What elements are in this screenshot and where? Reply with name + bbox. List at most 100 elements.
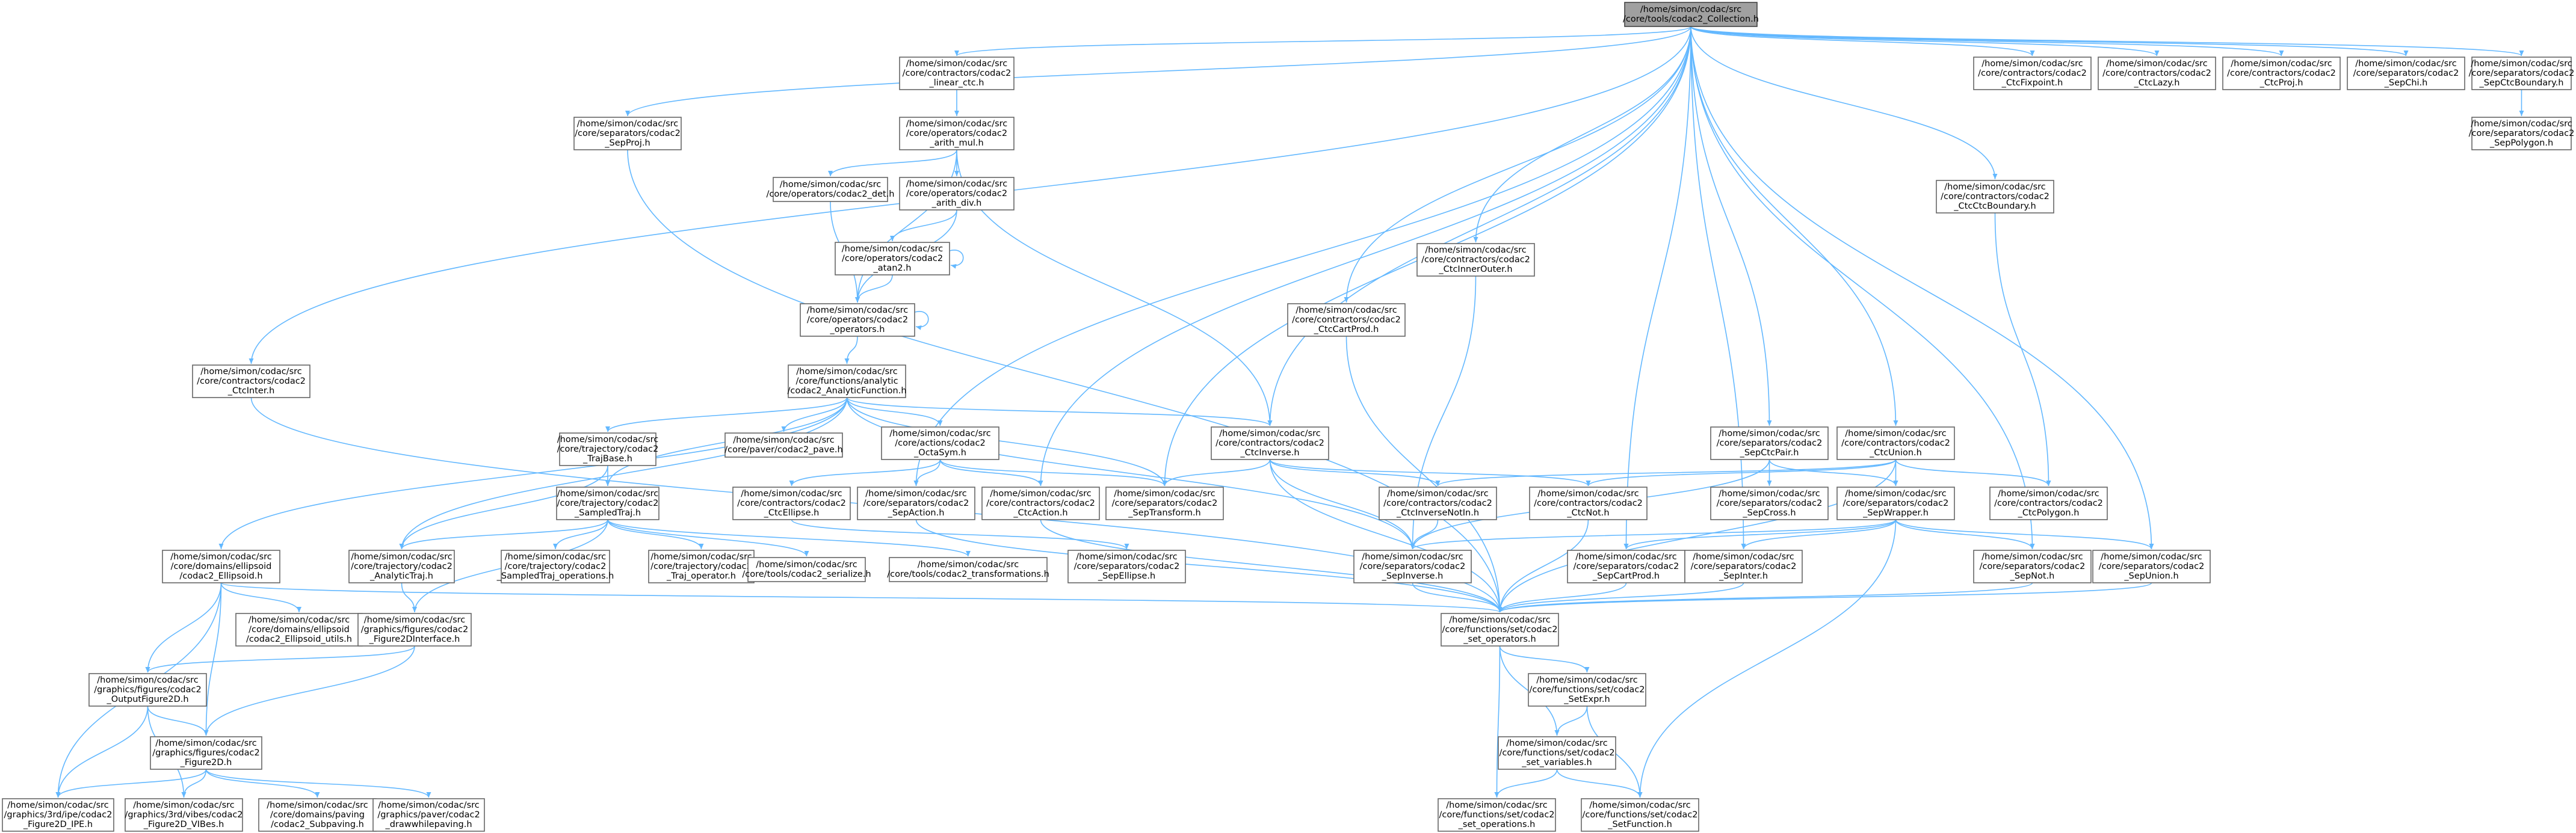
node-ctcinter[interactable]: /home/simon/codac/src/core/contractors/c… (192, 364, 310, 398)
node-traj_operator[interactable]: /home/simon/codac/src/core/trajectory/co… (648, 550, 755, 583)
node-label-line: /core/tools/codac2_transformations.h (887, 570, 1049, 579)
edge-collection-to-sepctcboundary (1690, 26, 2524, 57)
node-sampledtraj_ops[interactable]: /home/simon/codac/src/core/trajectory/co… (496, 550, 614, 583)
node-trajbase[interactable]: /home/simon/codac/src/core/trajectory/co… (557, 432, 659, 466)
node-label-line: /home/simon/codac/src (364, 615, 466, 625)
node-pave[interactable]: /home/simon/codac/src/core/paver/codac2_… (724, 432, 843, 458)
node-set_operators[interactable]: /home/simon/codac/src/core/functions/set… (1441, 613, 1559, 647)
node-ctcinnerouter[interactable]: /home/simon/codac/src/core/contractors/c… (1416, 243, 1535, 277)
node-label-line: /core/contractors/codac2 (1941, 192, 2049, 201)
node-transformations[interactable]: /home/simon/codac/src/core/tools/codac2_… (887, 557, 1049, 582)
node-ctcaction[interactable]: /home/simon/codac/src/core/contractors/c… (981, 487, 1100, 520)
node-ctcunion[interactable]: /home/simon/codac/src/core/contractors/c… (1836, 426, 1955, 460)
edge-outputfigure2d-to-figure2d_ipe (55, 705, 149, 798)
node-ctccartprod[interactable]: /home/simon/codac/src/core/contractors/c… (1287, 303, 1406, 337)
node-analyticfunction[interactable]: /home/simon/codac/src/core/functions/ana… (787, 364, 907, 398)
node-atan2[interactable]: /home/simon/codac/src/core/operators/cod… (835, 242, 950, 275)
node-sepunion[interactable]: /home/simon/codac/src/core/separators/co… (2092, 550, 2211, 583)
node-box (899, 177, 1015, 211)
node-label-line: /home/simon/codac/src (650, 552, 752, 562)
node-ctcproj[interactable]: /home/simon/codac/src/core/contractors/c… (2222, 57, 2341, 90)
node-sepnot[interactable]: /home/simon/codac/src/core/separators/co… (1973, 550, 2092, 583)
node-septransform[interactable]: /home/simon/codac/src/core/separators/co… (1105, 487, 1224, 520)
edge-octasym-to-ctcellipse (789, 459, 941, 487)
node-sepaction[interactable]: /home/simon/codac/src/core/separators/co… (857, 487, 975, 520)
edge-operators-self-loop (914, 311, 929, 330)
node-operators[interactable]: /home/simon/codac/src/core/operators/cod… (800, 303, 915, 337)
node-sampledtraj[interactable]: /home/simon/codac/src/core/trajectory/co… (556, 487, 659, 520)
node-sepinter[interactable]: /home/simon/codac/src/core/separators/co… (1684, 550, 1803, 583)
node-label-line: /home/simon/codac/src (1362, 552, 1463, 562)
node-sepproj[interactable]: /home/simon/codac/src/core/separators/co… (573, 117, 682, 150)
node-label-line: /core/operators/codac2 (906, 129, 1007, 138)
node-figure2d_vibes[interactable]: /home/simon/codac/src/graphics/3rd/vibes… (125, 798, 243, 832)
node-sepctcpair[interactable]: /home/simon/codac/src/core/separators/co… (1710, 426, 1829, 460)
node-label-line: /home/simon/codac/src (378, 801, 480, 810)
node-sepcross[interactable]: /home/simon/codac/src/core/separators/co… (1710, 487, 1829, 520)
node-serialize[interactable]: /home/simon/codac/src/core/tools/codac2_… (742, 557, 871, 582)
dependency-edges (55, 26, 2524, 798)
node-ctcctcboundary[interactable]: /home/simon/codac/src/core/contractors/c… (1936, 180, 2054, 214)
edge-trajbase-to-analytictraj (399, 465, 608, 550)
edge-collection-to-sepaction (913, 26, 1691, 487)
node-figure2d[interactable]: /home/simon/codac/src/graphics/figures/c… (150, 736, 262, 770)
node-drawwhilepaving[interactable]: /home/simon/codac/src/graphics/paver/cod… (372, 798, 485, 832)
node-analytictraj[interactable]: /home/simon/codac/src/core/trajectory/co… (348, 550, 455, 583)
node-figure2d_ipe[interactable]: /home/simon/codac/src/graphics/3rd/ipe/c… (2, 798, 114, 832)
node-ctcpolygon[interactable]: /home/simon/codac/src/core/contractors/c… (1989, 487, 2108, 520)
node-box (1836, 426, 1955, 460)
edge-analyticfunction-to-ctcinverse (846, 397, 1273, 426)
node-ellipsoid_utils[interactable]: /home/simon/codac/src/core/domains/ellip… (235, 613, 363, 647)
node-label-line: _CtcProj.h (2259, 78, 2303, 88)
node-sepwrapper[interactable]: /home/simon/codac/src/core/separators/co… (1836, 487, 1955, 520)
node-linear_ctc[interactable]: /home/simon/codac/src/core/contractors/c… (899, 57, 1015, 90)
node-det[interactable]: /home/simon/codac/src/core/operators/cod… (767, 177, 895, 202)
node-label-line: /home/simon/codac/src (918, 560, 1019, 570)
node-label-line: _Figure2D.h (180, 758, 232, 767)
node-ctclazy[interactable]: /home/simon/codac/src/core/contractors/c… (2098, 57, 2216, 90)
node-label-line: /core/domains/ellipsoid (171, 562, 272, 571)
node-figure2dinterface[interactable]: /home/simon/codac/src/graphics/figures/c… (357, 613, 472, 647)
node-ctcinversenotin[interactable]: /home/simon/codac/src/core/contractors/c… (1379, 487, 1497, 520)
node-box (556, 487, 659, 520)
node-label-line: /core/operators/codac2_det.h (767, 189, 895, 199)
node-octasym[interactable]: /home/simon/codac/src/core/actions/codac… (881, 426, 999, 460)
node-label-line: _SepCross.h (1742, 508, 1796, 518)
node-label-line: /core/functions/set/codac2 (1529, 685, 1645, 695)
node-sepchi[interactable]: /home/simon/codac/src/core/separators/co… (2347, 57, 2465, 90)
node-ellipsoid[interactable]: /home/simon/codac/src/core/domains/ellip… (162, 550, 280, 583)
node-label-line: /graphics/figures/codac2 (94, 685, 201, 695)
node-box (788, 364, 906, 398)
node-ctcfixpoint[interactable]: /home/simon/codac/src/core/contractors/c… (1973, 57, 2092, 90)
node-setfunction[interactable]: /home/simon/codac/src/core/functions/set… (1581, 798, 1699, 832)
node-label-line: _arith_div.h (931, 198, 982, 208)
node-ctcinverse[interactable]: /home/simon/codac/src/core/contractors/c… (1211, 426, 1329, 460)
node-sepctcboundary[interactable]: /home/simon/codac/src/core/separators/co… (2469, 57, 2575, 90)
node-sepcartprod[interactable]: /home/simon/codac/src/core/separators/co… (1567, 550, 1685, 583)
node-arith_mul[interactable]: /home/simon/codac/src/core/operators/cod… (899, 117, 1015, 150)
node-arith_div[interactable]: /home/simon/codac/src/core/operators/cod… (899, 177, 1015, 211)
node-set_variables[interactable]: /home/simon/codac/src/core/functions/set… (1498, 736, 1616, 770)
node-label-line: _operators.h (830, 325, 885, 334)
node-outputfigure2d[interactable]: /home/simon/codac/src/graphics/figures/c… (88, 673, 207, 707)
node-sepinverse[interactable]: /home/simon/codac/src/core/separators/co… (1353, 550, 1472, 583)
node-ctcnot[interactable]: /home/simon/codac/src/core/contractors/c… (1529, 487, 1648, 520)
node-seppolygon[interactable]: /home/simon/codac/src/core/separators/co… (2469, 117, 2575, 150)
node-box (648, 550, 755, 583)
node-setexpr[interactable]: /home/simon/codac/src/core/functions/set… (1528, 673, 1646, 707)
edge-octasym-to-septransform (939, 459, 1167, 487)
edge-collection-to-ctcinverse (1267, 26, 1691, 426)
node-label-line: _Figure2D_VIBes.h (143, 820, 224, 829)
node-box (1710, 426, 1829, 460)
node-set_operations[interactable]: /home/simon/codac/src/core/functions/set… (1438, 798, 1556, 832)
node-ctcellipse[interactable]: /home/simon/codac/src/core/contractors/c… (732, 487, 851, 520)
node-label-line: /home/simon/codac/src (889, 429, 991, 438)
node-collection[interactable]: /home/simon/codac/src/core/tools/codac2_… (1623, 2, 1759, 27)
node-subpaving[interactable]: /home/simon/codac/src/core/domains/pavin… (258, 798, 377, 832)
edge-sepunion-to-set_operators (1497, 582, 2152, 613)
node-sepellipse[interactable]: /home/simon/codac/src/core/separators/co… (1067, 550, 1186, 583)
node-box (2222, 57, 2341, 90)
edge-atan2-self-loop (949, 250, 964, 269)
node-label-line: /home/simon/codac/src (906, 59, 1008, 69)
node-label-line: /home/simon/codac/src (2471, 119, 2572, 129)
